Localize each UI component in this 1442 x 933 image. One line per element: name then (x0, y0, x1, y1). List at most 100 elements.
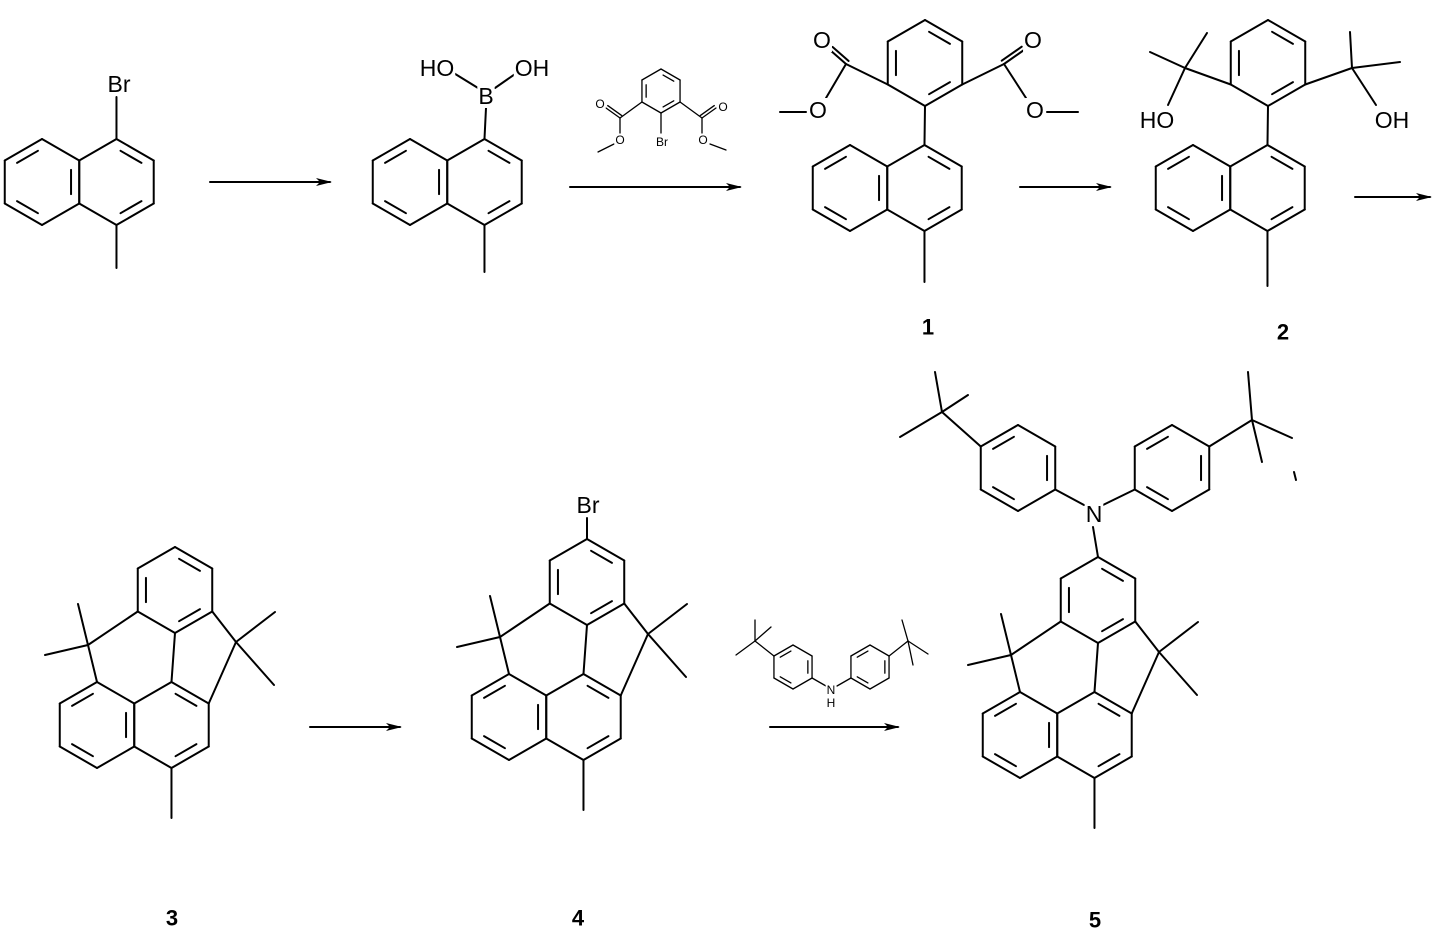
compound-label-3: 3 (166, 906, 178, 931)
molecule-boronic-acid (373, 72, 522, 272)
atom-label-o: O (698, 133, 707, 147)
compound-label-2: 2 (1277, 320, 1289, 345)
ring-bond (116, 139, 153, 161)
ring-bond (447, 204, 484, 226)
ring-bond (851, 645, 870, 656)
ring-bond (813, 145, 850, 167)
ring-bond (410, 139, 447, 161)
ring-bond (981, 425, 1018, 447)
methyl-bond (648, 604, 687, 634)
biaryl-bond (583, 625, 587, 674)
reaction-arrows (210, 178, 1432, 731)
atom-label-b: B (478, 83, 493, 109)
reaction-arrow (1020, 183, 1112, 191)
ring-bond (661, 69, 680, 80)
ring-bond (981, 490, 1018, 512)
reaction-arrow (570, 183, 742, 191)
bond (452, 72, 478, 88)
ring-bond (1057, 757, 1094, 779)
molecule-compound-3 (45, 547, 275, 818)
bond (1055, 490, 1084, 506)
biaryl-bond (171, 633, 175, 682)
ring-bond (1018, 490, 1055, 512)
ring-bond (550, 539, 587, 561)
bond (755, 641, 774, 656)
bond (755, 627, 771, 641)
bond (1011, 655, 1020, 692)
bond (1209, 420, 1252, 447)
atom-label-o: O (1024, 27, 1042, 53)
bond (1004, 64, 1026, 98)
ring-bond (1193, 210, 1230, 232)
ring-bond (410, 204, 447, 226)
ring-bond (373, 139, 410, 161)
ring-bond (925, 20, 962, 42)
ring-bond (509, 739, 546, 761)
ring-bond (1020, 757, 1057, 779)
methyl-bond (236, 612, 275, 642)
ring-bond (5, 139, 42, 161)
bond (889, 641, 908, 656)
bond (846, 64, 888, 85)
ring-bond (1020, 692, 1057, 714)
ring-bond (79, 139, 116, 161)
compound-label-4: 4 (572, 906, 585, 931)
methyl-bond (45, 645, 88, 655)
ring-bond (1018, 425, 1055, 447)
ring-bond (850, 210, 887, 232)
bond (736, 641, 755, 655)
ring-bond (373, 204, 410, 226)
ring-bond (1156, 210, 1193, 232)
bond (1135, 622, 1159, 653)
ring-bond (1267, 210, 1304, 232)
ring-bond (1193, 145, 1230, 167)
ring-bond (888, 20, 925, 42)
bond (1305, 68, 1352, 85)
molecule-compound-5 (900, 372, 1296, 828)
ring-bond (583, 674, 620, 696)
ring-bond (925, 85, 962, 107)
ring-bond (175, 612, 212, 634)
bond (935, 372, 942, 412)
atom-label-br: Br (577, 492, 600, 518)
ring-bond (1061, 622, 1098, 644)
bond (212, 612, 236, 643)
ring-bond (774, 645, 793, 656)
bond (1011, 622, 1061, 656)
atom-label-br: Br (656, 135, 668, 149)
ring-bond (587, 539, 624, 561)
biaryl-bond (1267, 106, 1268, 145)
ring-bond (1135, 425, 1172, 447)
ring-bond (642, 69, 661, 80)
ring-bond (42, 204, 79, 226)
reaction-arrow (310, 723, 402, 731)
ring-bond (42, 139, 79, 161)
bond (1185, 68, 1231, 85)
ring-bond (1156, 145, 1193, 167)
ring-bond (97, 747, 134, 769)
ring-bond (888, 85, 925, 107)
atom-label-ho: HO (1140, 107, 1175, 133)
bond (1093, 527, 1098, 557)
ring-bond (116, 204, 153, 226)
ring-bond (924, 145, 961, 167)
bond (942, 412, 981, 447)
bond (1132, 652, 1159, 714)
ring-bond (175, 547, 212, 569)
ring-bond (924, 210, 961, 232)
ring-bond (546, 739, 583, 761)
ring-bond (983, 692, 1020, 714)
ring-bond (1267, 145, 1304, 167)
molecule-compound-4 (457, 518, 687, 810)
ring-bond (171, 682, 208, 704)
ring-bond (79, 204, 116, 226)
ring-bond (484, 204, 521, 226)
bond (1103, 490, 1135, 506)
ring-bond (1231, 85, 1268, 107)
bond (837, 678, 851, 686)
reagent-diarylamine (736, 620, 928, 689)
bond (908, 641, 913, 665)
atom-label-o: O (1026, 97, 1044, 123)
ring-bond (1230, 210, 1267, 232)
